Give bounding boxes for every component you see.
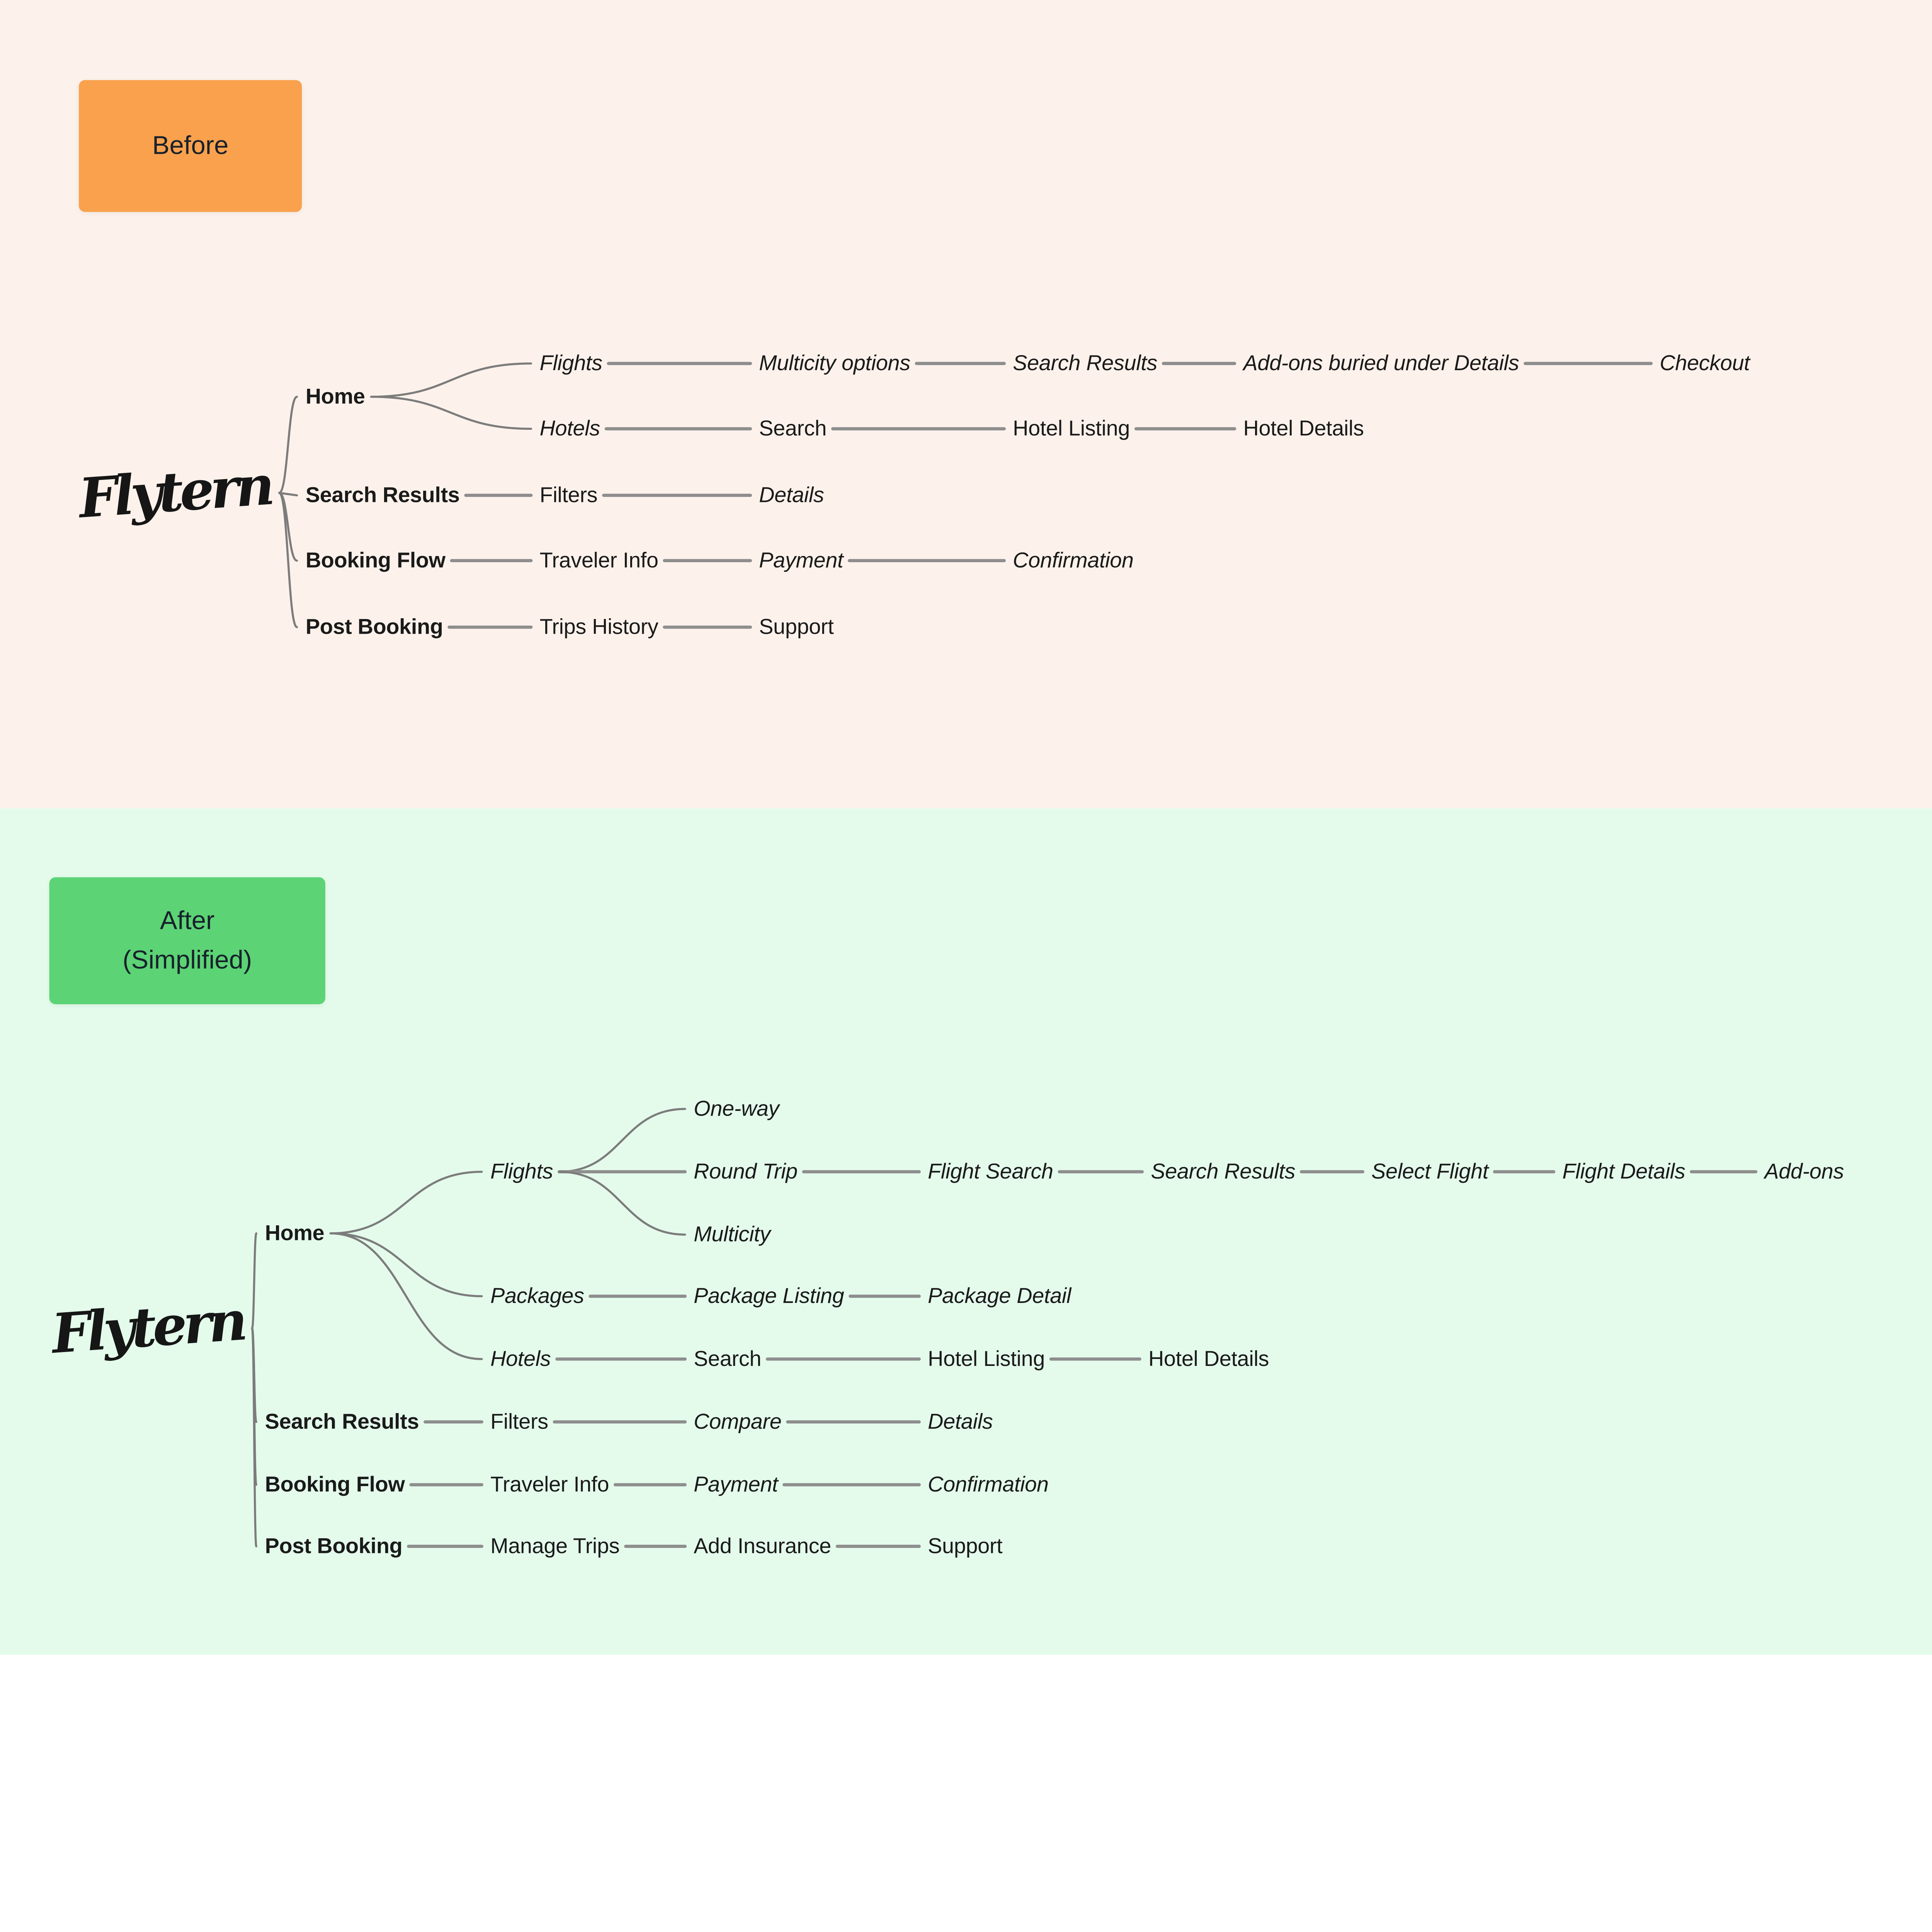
node-confirmation: Confirmation: [1013, 548, 1134, 573]
node-compare: Compare: [694, 1409, 782, 1434]
brand-logo-after: Flytern: [49, 1290, 246, 1366]
before-badge: Before: [79, 80, 302, 212]
node-home: Home: [305, 384, 365, 409]
node-hotel-search-after: Search: [694, 1346, 762, 1371]
node-confirmation-after: Confirmation: [928, 1471, 1049, 1497]
node-hotel-search: Search: [759, 416, 827, 440]
after-badge-line1: After: [160, 906, 215, 935]
brand-logo-before: Flytern: [77, 455, 273, 531]
node-package-detail: Package Detail: [928, 1283, 1071, 1308]
node-hotel-details-after: Hotel Details: [1148, 1346, 1269, 1371]
node-addons-buried-under-details: Add-ons buried under Details: [1243, 350, 1519, 375]
after-badge-line2: (Simplified): [122, 946, 252, 974]
node-flights: Flights: [539, 350, 602, 375]
node-search-results: Search Results: [305, 482, 460, 507]
node-search-results-after: Search Results: [265, 1409, 419, 1434]
node-flights-after: Flights: [490, 1159, 553, 1184]
node-support-after: Support: [928, 1533, 1003, 1558]
node-one-way: One-way: [694, 1096, 779, 1121]
node-details: Details: [759, 482, 824, 507]
node-post-booking: Post Booking: [305, 614, 443, 639]
node-post-booking-after: Post Booking: [265, 1533, 403, 1558]
node-select-flight: Select Flight: [1371, 1159, 1489, 1184]
node-multicity-options: Multicity options: [759, 350, 910, 375]
node-add-insurance: Add Insurance: [694, 1533, 832, 1558]
sitemap-comparison-canvas: Before Flytern Home Flights Multicity op…: [0, 0, 1932, 1655]
node-traveler-info: Traveler Info: [539, 548, 658, 573]
node-flight-details: Flight Details: [1562, 1159, 1685, 1184]
node-hotels-after: Hotels: [490, 1346, 551, 1371]
node-filters: Filters: [539, 482, 598, 507]
node-hotels: Hotels: [539, 416, 600, 440]
node-checkout: Checkout: [1660, 350, 1750, 375]
node-details-after: Details: [928, 1409, 993, 1434]
node-hotel-listing-after: Hotel Listing: [928, 1346, 1045, 1371]
node-payment: Payment: [759, 548, 844, 573]
node-add-ons: Add-ons: [1764, 1159, 1844, 1184]
node-flight-search: Flight Search: [928, 1159, 1053, 1184]
node-booking-flow: Booking Flow: [305, 548, 446, 573]
node-booking-flow-after: Booking Flow: [265, 1471, 405, 1497]
node-filters-after: Filters: [490, 1409, 548, 1434]
node-hotel-details: Hotel Details: [1243, 416, 1364, 440]
node-traveler-info-after: Traveler Info: [490, 1471, 609, 1497]
node-search-results-flights-after: Search Results: [1151, 1159, 1296, 1184]
node-hotel-listing: Hotel Listing: [1013, 416, 1130, 440]
node-package-listing: Package Listing: [694, 1283, 844, 1308]
node-support: Support: [759, 614, 834, 639]
node-search-results-flights: Search Results: [1013, 350, 1158, 375]
node-manage-trips: Manage Trips: [490, 1533, 620, 1558]
after-badge: After (Simplified): [49, 877, 325, 1004]
before-badge-label: Before: [152, 131, 229, 160]
node-round-trip: Round Trip: [694, 1159, 798, 1184]
before-section: [0, 0, 1932, 808]
node-home-after: Home: [265, 1220, 325, 1245]
node-multicity: Multicity: [694, 1221, 770, 1247]
node-payment-after: Payment: [694, 1471, 778, 1497]
node-trips-history: Trips History: [539, 614, 658, 639]
node-packages: Packages: [490, 1283, 584, 1308]
